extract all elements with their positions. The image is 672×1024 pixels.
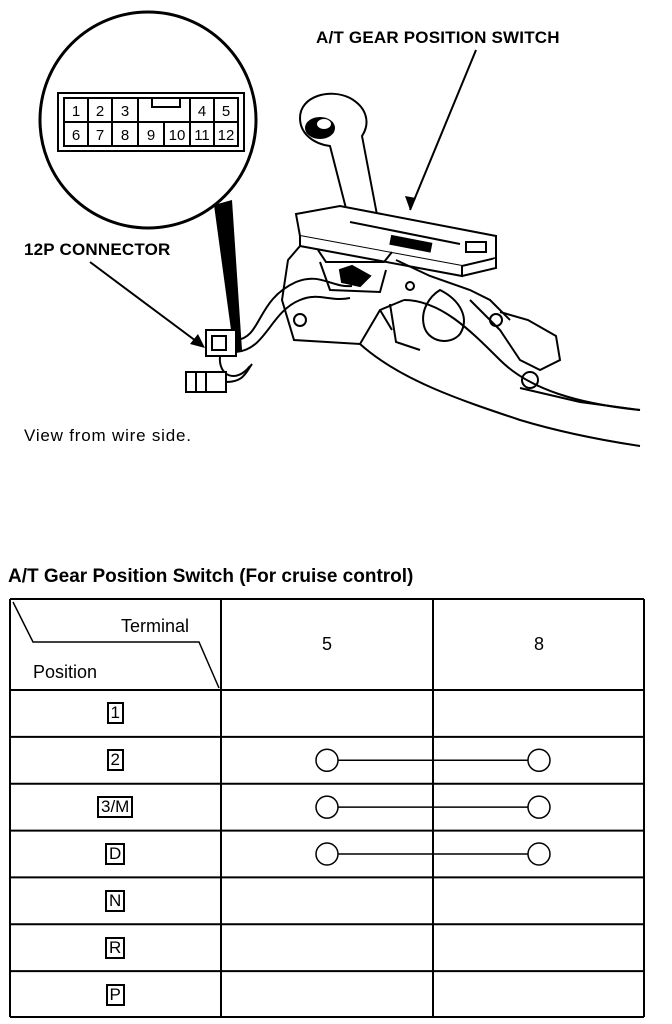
header-terminal-label: Terminal (121, 616, 190, 636)
connector-pin-4: 4 (198, 103, 206, 120)
connector-pin-9: 9 (147, 127, 155, 144)
shift-lever (298, 92, 380, 226)
position-1: 1 (106, 702, 124, 725)
position-n: N (105, 889, 126, 912)
continuity-terminal-8 (527, 748, 551, 773)
position-d: D (105, 843, 126, 865)
continuity-terminal-5 (315, 842, 339, 866)
table-grid (9, 598, 645, 1018)
connector-pin-10: 10 (169, 127, 186, 144)
magnifier-cone (214, 200, 242, 352)
switch-leader-line (409, 49, 477, 211)
connector-pin-2: 2 (96, 103, 104, 120)
connector-face (57, 92, 245, 152)
header-diagonal (12, 601, 220, 689)
position-r: R (105, 936, 126, 959)
wire-harness (185, 277, 353, 393)
terminal-5-header: 5 (322, 634, 333, 654)
connector-pin-6: 6 (72, 127, 80, 144)
table-title: A/T Gear Position Switch (For cruise con… (8, 566, 414, 587)
switch-label: A/T GEAR POSITION SWITCH (316, 28, 560, 47)
connector-pin-3: 3 (121, 103, 129, 120)
connector-pin-11: 11 (194, 127, 210, 144)
connector-label: 12P CONNECTOR (24, 240, 171, 259)
continuity-terminal-5 (315, 795, 339, 819)
indicator-panel (294, 204, 497, 278)
connector-magnifier (38, 10, 258, 230)
position-p: P (105, 983, 125, 1006)
connector-pin-7: 7 (96, 127, 104, 144)
connector-pin-5: 5 (222, 103, 230, 120)
connector-pin-1: 1 (72, 103, 80, 120)
continuity-terminal-8 (527, 842, 551, 866)
shifter-base (280, 245, 641, 447)
position-2: 2 (106, 749, 124, 772)
position-3-m: 3/M (97, 796, 134, 819)
header-position-label: Position (33, 662, 98, 682)
view-caption: View from wire side. (24, 426, 192, 445)
connector-leader-line (89, 261, 201, 345)
continuity-terminal-8 (527, 795, 551, 819)
continuity-table: Terminal Position 5 8 1 2 3/M D N R P (9, 598, 645, 1018)
terminal-8-header: 8 (534, 634, 545, 654)
connector-pin-12: 12 (218, 127, 235, 144)
continuity-terminal-5 (315, 748, 339, 773)
connector-pin-8: 8 (121, 127, 129, 144)
